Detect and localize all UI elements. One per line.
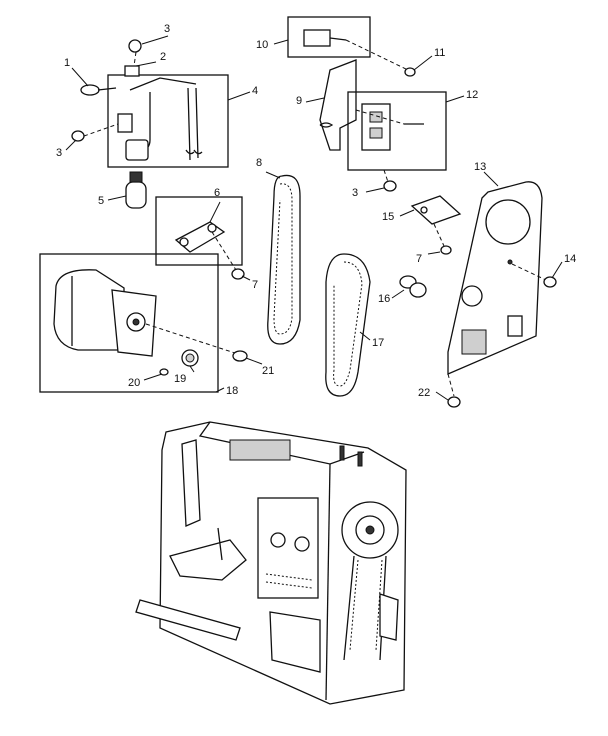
callout-16: 16 bbox=[378, 293, 390, 305]
pulley-16 bbox=[399, 275, 427, 298]
callout-7: 7 bbox=[252, 279, 258, 291]
callout-22: 22 bbox=[418, 387, 430, 399]
callout-4: 4 bbox=[252, 85, 258, 97]
callout-6: 6 bbox=[214, 187, 220, 199]
lamp-socket-screw bbox=[124, 39, 142, 77]
screw-22 bbox=[447, 373, 461, 408]
callout-8: 8 bbox=[256, 157, 262, 169]
switch-part-10 bbox=[287, 16, 416, 77]
screw-3-left bbox=[71, 123, 119, 142]
callout-5: 5 bbox=[98, 195, 104, 207]
callout-10: 10 bbox=[256, 39, 268, 51]
callout-9: 9 bbox=[296, 95, 302, 107]
leader-lines bbox=[65, 35, 563, 401]
belt-8 bbox=[267, 174, 301, 345]
callout-17: 17 bbox=[372, 337, 384, 349]
side-cover bbox=[447, 181, 557, 375]
light-bulb-assembly bbox=[107, 74, 229, 168]
sewing-machine-body bbox=[135, 421, 407, 705]
callout-12: 12 bbox=[466, 89, 478, 101]
bulb-cover bbox=[80, 84, 117, 96]
callout-11: 11 bbox=[434, 47, 445, 59]
motor-bracket-6 bbox=[155, 196, 245, 280]
motor-assembly bbox=[39, 253, 248, 393]
callout-2: 2 bbox=[160, 51, 166, 63]
callout-13: 13 bbox=[474, 161, 486, 173]
callout-3: 3 bbox=[164, 23, 170, 35]
callout-3-left: 3 bbox=[56, 147, 62, 159]
callout-20: 20 bbox=[128, 377, 140, 389]
callout-7-right: 7 bbox=[416, 253, 422, 265]
callout-labels: 1 2 3 4 5 6 7 8 9 10 11 12 13 14 15 16 1… bbox=[56, 23, 576, 399]
callout-3-middle: 3 bbox=[352, 187, 358, 199]
light-bulb bbox=[125, 171, 147, 209]
switch-bracket bbox=[319, 59, 447, 192]
plate-15 bbox=[410, 195, 462, 255]
callout-19: 19 bbox=[174, 373, 186, 385]
callout-14: 14 bbox=[564, 253, 576, 265]
callout-21: 21 bbox=[262, 365, 274, 377]
callout-18: 18 bbox=[226, 385, 238, 397]
belt-17 bbox=[325, 253, 371, 397]
callout-1: 1 bbox=[64, 57, 70, 69]
callout-15: 15 bbox=[382, 211, 394, 223]
